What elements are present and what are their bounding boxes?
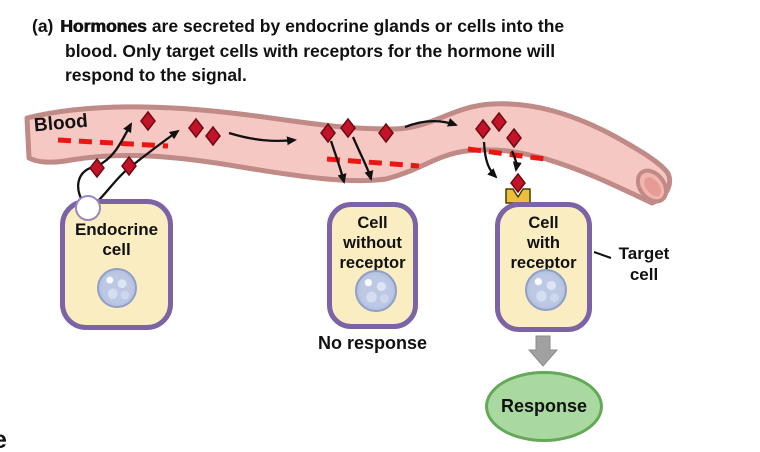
hormone-diamond bbox=[475, 118, 491, 140]
hormone-diamond bbox=[320, 122, 336, 144]
cell-without-receptor-label-line: receptor bbox=[339, 254, 406, 272]
cutoff-text-fragment: e bbox=[0, 426, 7, 452]
vessel-end-lumen bbox=[644, 177, 662, 197]
endocrine-cell: Endocrine cell bbox=[60, 195, 173, 330]
nucleus bbox=[525, 269, 567, 311]
caption-keyword: Hormones bbox=[60, 16, 147, 36]
no-response-label: No response bbox=[317, 333, 428, 353]
endocrine-cell-label: Endocrine cell bbox=[65, 220, 168, 260]
vessel-permeable-wall-dashes-middle bbox=[326, 156, 420, 169]
cell-without-receptor: Cell without receptor bbox=[327, 202, 418, 329]
vessel-open-end bbox=[635, 168, 669, 204]
endocrine-cell-label-line: Endocrine bbox=[74, 220, 159, 239]
hormone-diamond bbox=[205, 125, 221, 147]
cell-without-receptor-label-line: without bbox=[343, 234, 402, 252]
blood-vessel bbox=[24, 101, 673, 206]
hormone-diamond bbox=[89, 157, 105, 179]
target-cell-label: Target cell bbox=[606, 243, 682, 285]
caption-part-label: (a) bbox=[32, 16, 54, 36]
caption-line-2: blood. Only target cells with receptors … bbox=[65, 40, 556, 61]
vessel-permeable-wall-dashes-left bbox=[57, 137, 169, 149]
target-cell-pointer-line bbox=[593, 251, 612, 259]
endocrine-cell-label-line: cell bbox=[102, 240, 131, 259]
diffusion-arrow-receptor-2 bbox=[510, 150, 522, 172]
hormone-diamond bbox=[188, 117, 204, 139]
hormone-diamond bbox=[378, 122, 394, 144]
response-label: Response bbox=[500, 396, 588, 416]
diffusion-arrow-receptor-1 bbox=[482, 141, 498, 179]
response-arrow bbox=[527, 335, 559, 367]
caption-line-3: respond to the signal. bbox=[65, 65, 247, 85]
blood-flow-arrow-2 bbox=[404, 118, 458, 129]
cell-with-receptor-label-line: with bbox=[527, 234, 560, 252]
hormone-diamond bbox=[510, 172, 526, 194]
target-cell-label-line: cell bbox=[629, 265, 659, 284]
cell-with-receptor-label: Cell with receptor bbox=[500, 213, 587, 273]
cell-with-receptor: Cell with receptor bbox=[495, 202, 592, 332]
hormone-diamond bbox=[121, 155, 137, 177]
cell-with-receptor-label-line: receptor bbox=[510, 254, 577, 272]
diffusion-arrow-no-receptor-1 bbox=[329, 140, 347, 184]
vessel-permeable-wall-dashes-right bbox=[467, 146, 546, 162]
cell-without-receptor-label: Cell without receptor bbox=[332, 213, 413, 273]
cell-without-receptor-label-line: Cell bbox=[357, 214, 388, 232]
target-cell-label-line: Target bbox=[618, 244, 670, 263]
hormone-diamonds bbox=[89, 110, 526, 194]
figure-caption: (a) Hormones are secreted by endocrine gl… bbox=[32, 14, 672, 88]
secretion-pore bbox=[75, 195, 101, 221]
receptor bbox=[505, 188, 531, 204]
blood-label: Blood bbox=[33, 110, 89, 137]
caption-line1-text: are secreted by endocrine glands or cell… bbox=[151, 16, 565, 36]
hormone-diamond bbox=[340, 117, 356, 139]
cell-with-receptor-label-line: Cell bbox=[528, 214, 559, 232]
caption-line-1: (a) Hormones are secreted by endocrine gl… bbox=[32, 14, 672, 39]
hormone-diamond bbox=[491, 111, 507, 133]
diffusion-arrow-no-receptor-2 bbox=[351, 136, 374, 181]
hormone-diamond bbox=[506, 127, 522, 149]
blood-flow-arrow-1 bbox=[228, 131, 297, 146]
nucleus bbox=[97, 268, 137, 308]
response-ellipse: Response bbox=[485, 371, 603, 442]
hormone-diamond bbox=[140, 110, 156, 132]
nucleus bbox=[355, 270, 397, 312]
